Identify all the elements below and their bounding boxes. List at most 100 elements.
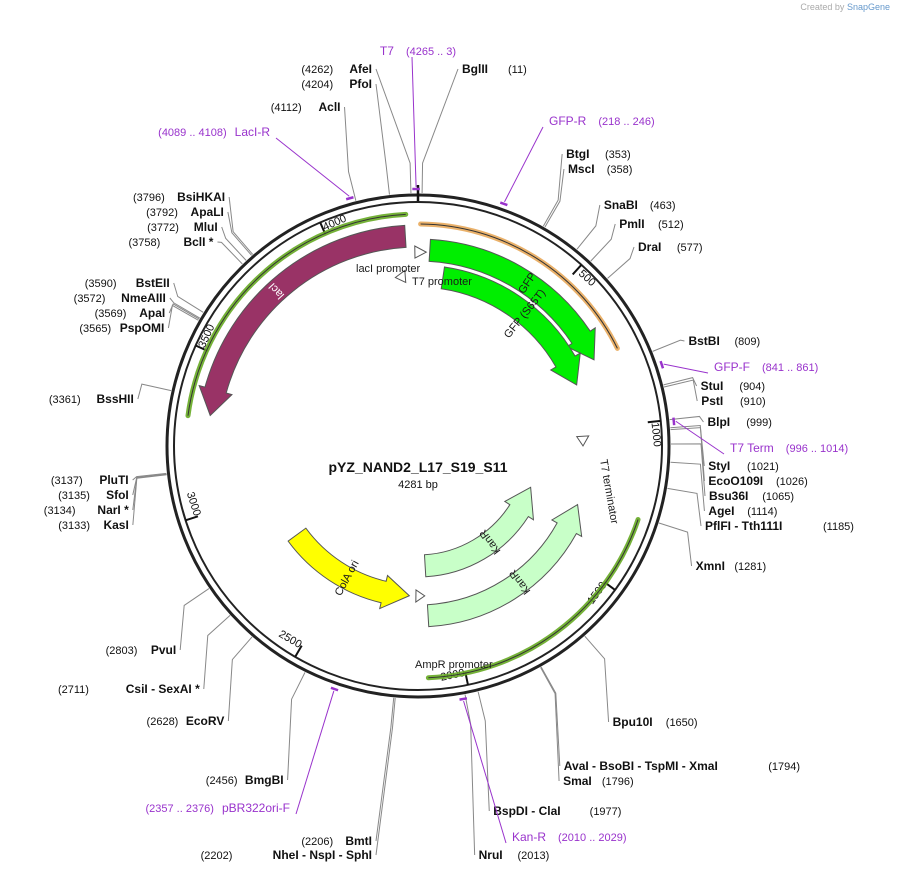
restriction-site: PfoI(4204)	[301, 77, 390, 195]
primer: (4089 .. 4108)LacI-R	[158, 125, 354, 201]
site-name: BmtI	[345, 834, 372, 848]
site-position: (358)	[607, 164, 633, 176]
primer-marker	[330, 686, 339, 692]
site-position: (3565)	[79, 323, 111, 335]
restriction-site: BspDI - ClaI (1977)	[477, 691, 622, 818]
site-name: StuI	[701, 379, 724, 393]
restriction-site: MscI (358)	[544, 162, 633, 228]
site-position: (2206)	[301, 836, 333, 848]
primer: (2357 .. 2376)pBR322ori-F	[145, 686, 339, 815]
site-position: (1977)	[590, 806, 622, 818]
site-position: (2202)	[201, 850, 233, 862]
site-leader-line	[132, 472, 167, 481]
site-position: (1065)	[762, 491, 794, 503]
restriction-site: ApaLI(3792)	[146, 205, 252, 256]
primer: GFP-F(841 .. 861)	[659, 360, 818, 374]
restriction-site: XmnI(1281)	[658, 522, 766, 573]
backbone-inner-ring	[173, 201, 663, 691]
site-leader-line	[477, 691, 490, 812]
site-name: SmaI	[563, 774, 592, 788]
primer-binding-band	[425, 517, 641, 681]
site-name: MscI	[568, 162, 595, 176]
restriction-site: BglII (11)	[421, 62, 527, 194]
site-leader-line	[203, 615, 231, 690]
site-position: (3135)	[58, 490, 90, 502]
scale-tick	[571, 264, 583, 276]
site-position: (11)	[508, 64, 527, 76]
site-position: (3758)	[128, 237, 160, 249]
primer-label: Kan-R (2010 .. 2029)	[512, 830, 627, 844]
site-leader-line	[375, 697, 395, 842]
snapgene-credit: Created by SnapGene	[800, 2, 890, 12]
site-position: (4112)	[271, 102, 302, 114]
plasmid-size: 4281 bp	[398, 479, 438, 491]
site-leader-line	[168, 303, 200, 320]
primer-name: T7	[380, 44, 394, 58]
site-name: AclI	[319, 100, 341, 114]
site-position: (1796)	[602, 776, 634, 788]
feature-arrow	[423, 486, 535, 578]
primer-label: GFP-F(841 .. 861)	[714, 360, 818, 374]
primer-range: (4265 .. 3)	[406, 46, 456, 58]
primer-label: (4089 .. 4108)LacI-R	[158, 125, 270, 139]
restriction-site: StyI(1021)	[670, 425, 779, 473]
site-leader-line	[669, 415, 704, 423]
restriction-site: BmtI (2206)	[301, 697, 395, 848]
scale-tick-label: 3000	[184, 491, 203, 518]
small-feature-label: T7 promoter	[412, 276, 472, 288]
restriction-site: PvuI(2803)	[106, 588, 210, 657]
site-position: (1114)	[747, 506, 777, 518]
primer-marker	[499, 201, 508, 207]
site-name: BsiHKAI	[177, 190, 225, 204]
site-name: BglII	[462, 62, 488, 76]
site-leader-line	[663, 379, 698, 402]
site-name: Bsu36I	[709, 489, 748, 503]
site-position: (2456)	[206, 775, 238, 787]
site-leader-line	[421, 68, 459, 194]
restriction-site: BclI *(3758)	[128, 235, 243, 265]
small-feature-arrow	[414, 245, 428, 259]
site-leader-line	[584, 635, 610, 723]
site-name: EcoO109I	[708, 474, 763, 488]
site-name: BstBI	[688, 334, 719, 348]
site-name: KasI	[103, 518, 128, 532]
scale-tick	[294, 645, 303, 658]
site-name: BspDI - ClaI	[493, 804, 560, 818]
site-leader-line	[590, 223, 616, 262]
restriction-site: BssHII(3361)	[49, 383, 172, 406]
site-position: (3572)	[74, 293, 106, 305]
restriction-site: DraI(577)	[607, 240, 703, 279]
primer-range: (2010 .. 2029)	[558, 832, 627, 844]
site-leader-line	[287, 672, 306, 781]
site-position: (3134)	[44, 505, 76, 517]
site-position: (1026)	[776, 476, 808, 488]
restriction-site: NmeAIII(3572)	[74, 291, 200, 319]
site-name: BssHII	[96, 392, 133, 406]
site-leader-line	[132, 473, 167, 511]
site-leader-line	[576, 204, 601, 250]
feature-arrow	[198, 224, 407, 417]
site-name: SfoI	[106, 488, 129, 502]
primer-leader-line	[411, 56, 417, 188]
scale-tick	[647, 419, 661, 424]
site-position: (577)	[677, 242, 703, 254]
site-name: PvuI	[151, 643, 176, 657]
site-position: (463)	[650, 200, 676, 212]
primer-label: GFP-R(218 .. 246)	[549, 114, 655, 128]
site-position: (999)	[746, 417, 772, 429]
site-name: ApaLI	[191, 205, 224, 219]
site-name: SnaBI	[604, 198, 638, 212]
site-name: StyI	[708, 459, 730, 473]
site-name: MluI	[194, 220, 218, 234]
site-position: (809)	[734, 336, 760, 348]
restriction-site: AvaI - BsoBI - TspMI - XmaI(1794)	[540, 666, 800, 773]
site-leader-line	[670, 427, 705, 482]
primer-marker	[345, 196, 354, 201]
site-name: Bpu10I	[613, 715, 653, 729]
site-position: (2711)	[58, 684, 89, 696]
primer-name: Kan-R	[512, 830, 546, 844]
site-name: ApaI	[139, 306, 165, 320]
site-position: (3590)	[85, 278, 117, 290]
site-name: PmlI	[619, 217, 644, 231]
